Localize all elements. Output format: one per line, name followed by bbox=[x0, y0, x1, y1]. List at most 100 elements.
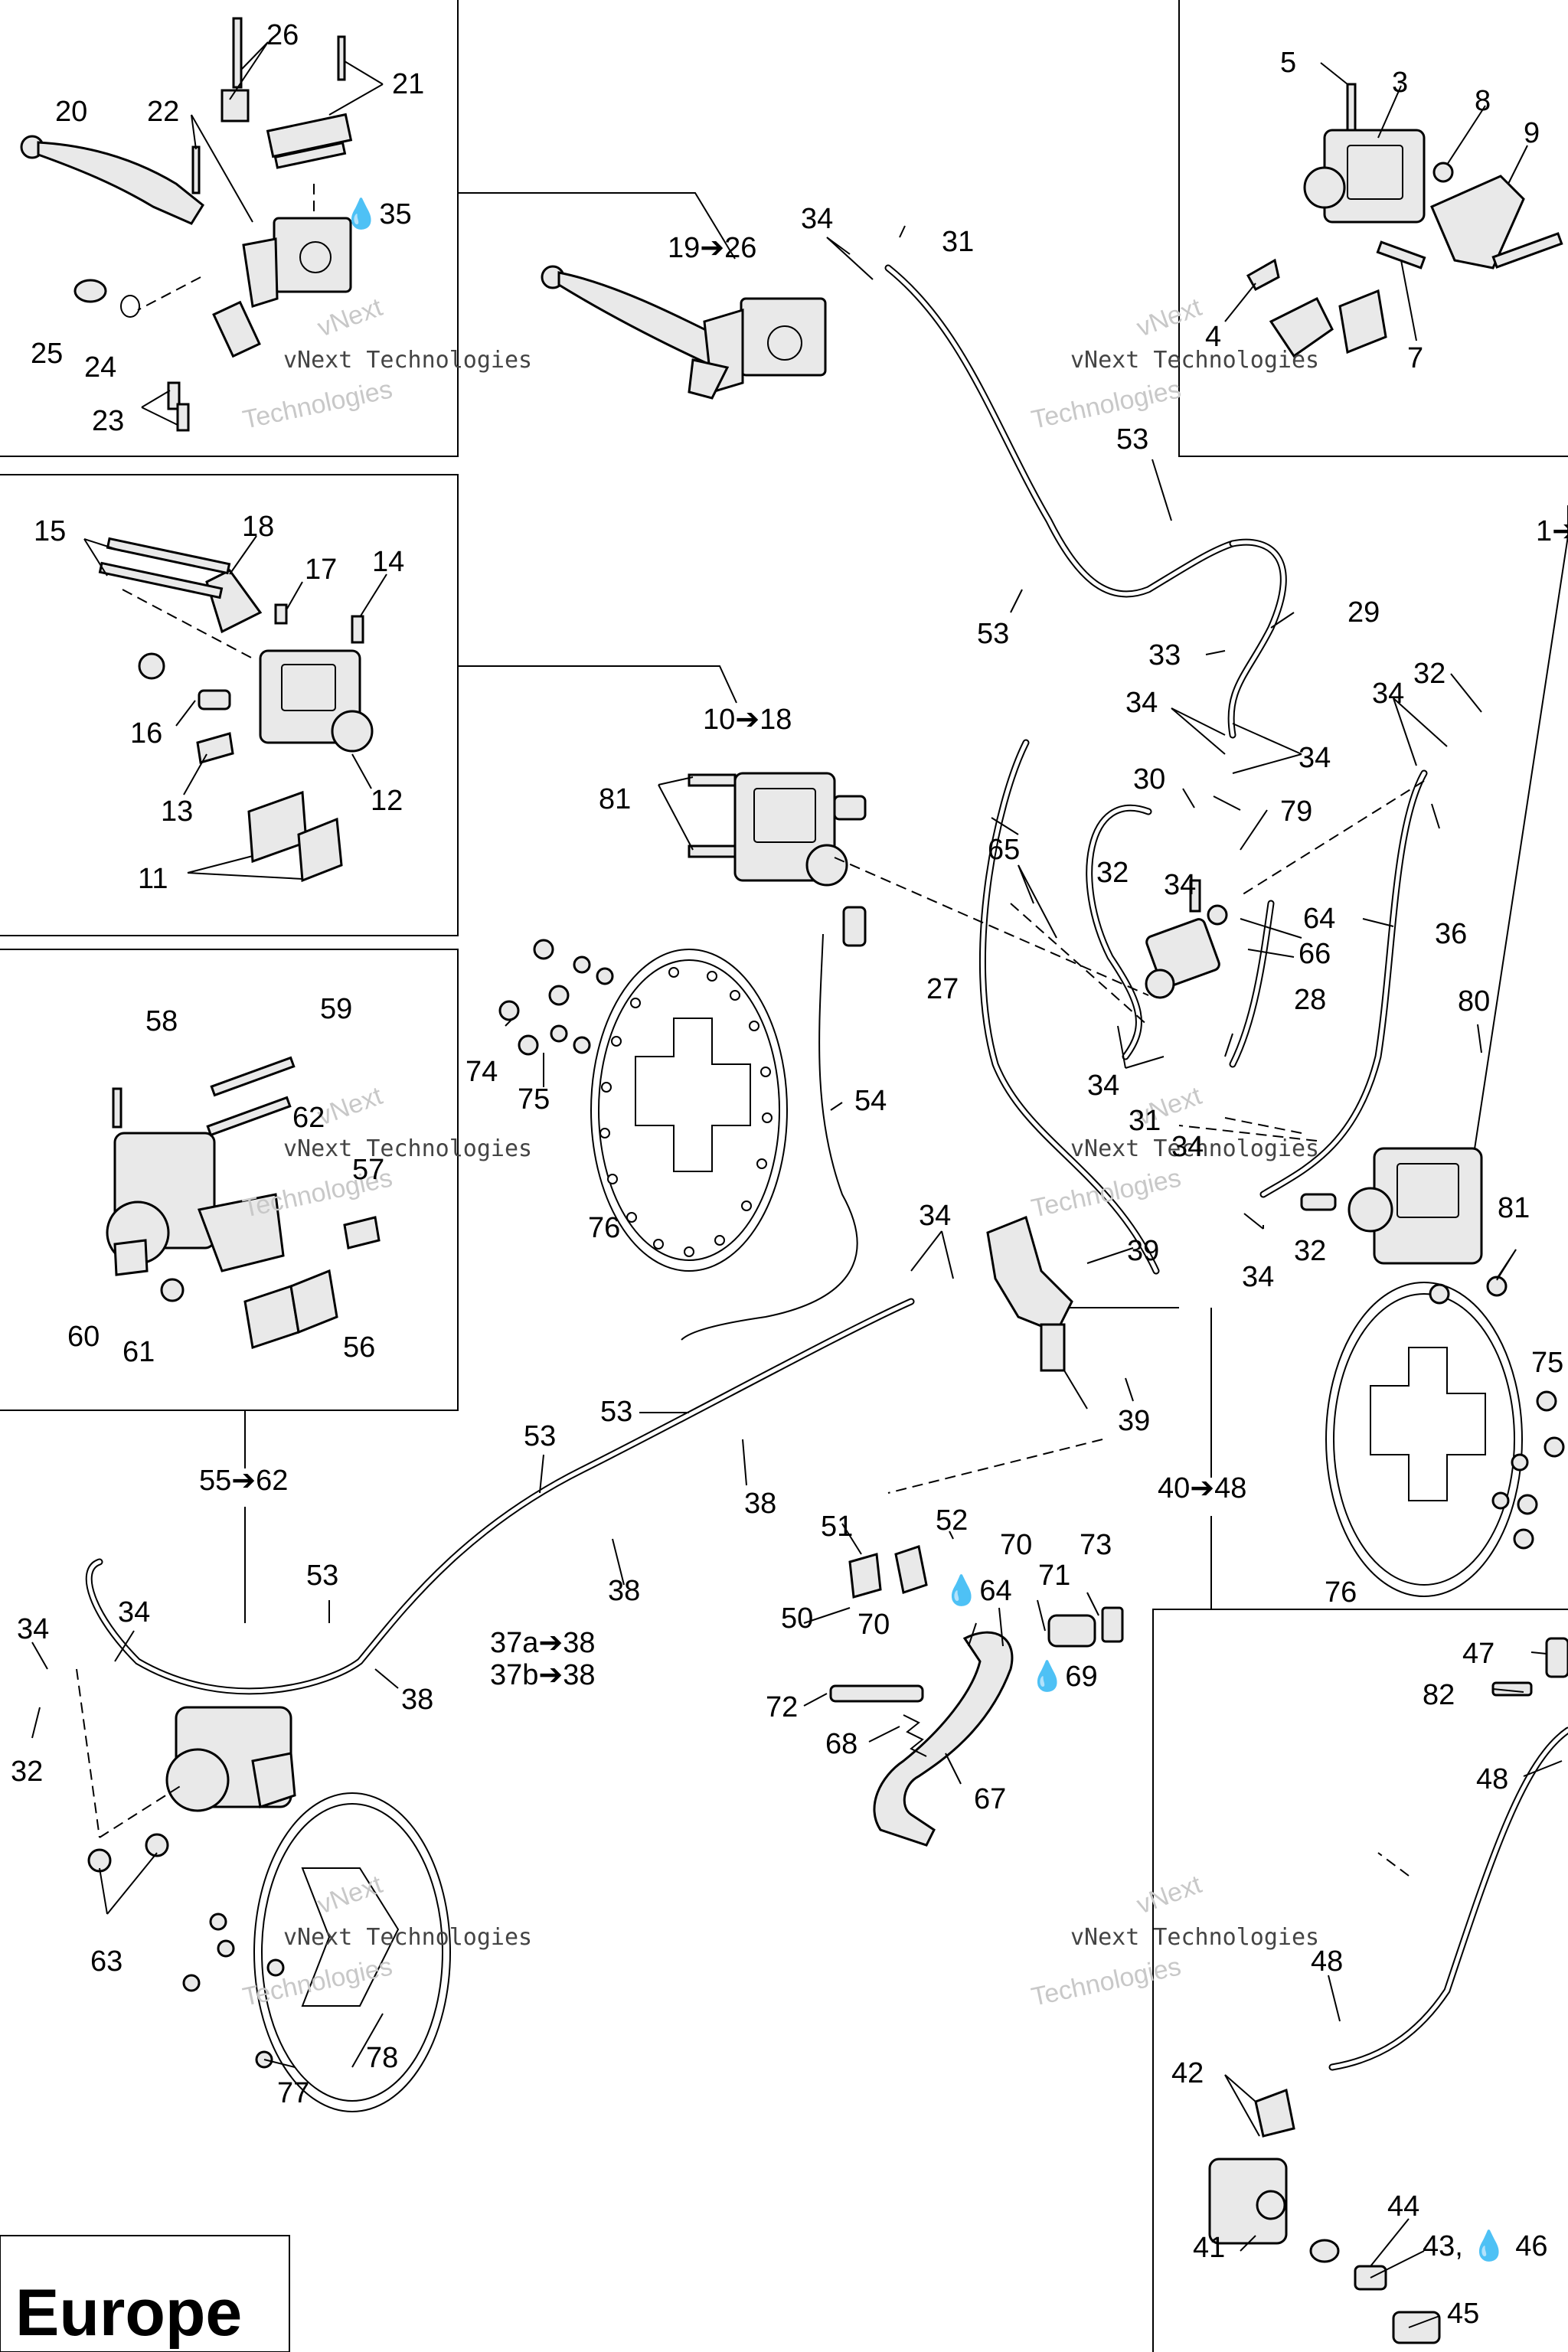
callout-57: 57 bbox=[352, 1154, 384, 1186]
callout-19: 19➔26 bbox=[668, 232, 756, 264]
callout-65: 65 bbox=[988, 834, 1020, 866]
callout-42: 42 bbox=[1171, 2057, 1204, 2089]
callout-33: 33 bbox=[1148, 639, 1181, 671]
callout-61: 61 bbox=[122, 1336, 155, 1368]
callout-78: 78 bbox=[366, 2042, 398, 2074]
callout-75b: 75 bbox=[1531, 1347, 1563, 1379]
callout-63: 63 bbox=[90, 1945, 122, 1978]
svg-text:vNext Technologies: vNext Technologies bbox=[1070, 347, 1319, 374]
callout-38b: 38 bbox=[608, 1575, 640, 1607]
svg-text:vNext Technologies: vNext Technologies bbox=[1070, 1924, 1319, 1951]
front-caliper-right-inset bbox=[1246, 83, 1563, 358]
callout-34d: 34 bbox=[1372, 678, 1404, 710]
callout-1: 1➔ bbox=[1536, 515, 1568, 547]
callout-59: 59 bbox=[320, 993, 352, 1025]
callout-69: 💧69 bbox=[1029, 1659, 1098, 1693]
callout-23: 23 bbox=[92, 405, 124, 437]
callout-27: 27 bbox=[926, 973, 959, 1005]
callout-7: 7 bbox=[1407, 342, 1423, 374]
callout-leaders bbox=[31, 41, 1563, 2328]
callout-22: 22 bbox=[147, 96, 179, 128]
callout-34j: 34 bbox=[17, 1613, 49, 1645]
callout-44: 44 bbox=[1387, 2190, 1419, 2223]
callout-34k: 34 bbox=[118, 1596, 150, 1628]
callout-18: 18 bbox=[242, 511, 274, 543]
callout-5: 5 bbox=[1280, 47, 1296, 79]
rear-caliper-lower bbox=[87, 1706, 296, 1873]
callout-70a: 70 bbox=[1000, 1529, 1032, 1561]
right-front-caliper bbox=[1300, 1147, 1508, 1305]
callout-50: 50 bbox=[781, 1602, 813, 1635]
callout-38c: 38 bbox=[401, 1684, 433, 1716]
callout-12: 12 bbox=[371, 785, 403, 817]
callout-24: 24 bbox=[84, 351, 116, 384]
front-caliper-left-inset bbox=[98, 537, 374, 883]
callout-58: 58 bbox=[145, 1005, 178, 1037]
main-hand-lever-assembly bbox=[541, 265, 827, 400]
callout-8: 8 bbox=[1475, 85, 1491, 117]
front-brake-disc-right bbox=[1325, 1282, 1565, 1597]
callout-36: 36 bbox=[1435, 918, 1467, 950]
callout-62: 62 bbox=[292, 1102, 325, 1134]
callout-37b: 37b➔38 bbox=[490, 1659, 596, 1691]
callout-45: 45 bbox=[1447, 2298, 1479, 2330]
callout-32a: 32 bbox=[1413, 658, 1446, 690]
callout-53e: 53 bbox=[306, 1560, 338, 1592]
callout-17: 17 bbox=[305, 554, 337, 586]
svg-text:vNext Technologies: vNext Technologies bbox=[283, 347, 532, 374]
callout-72: 72 bbox=[766, 1691, 798, 1723]
front-brake-disc-center bbox=[498, 939, 788, 1272]
callout-71: 71 bbox=[1038, 1560, 1070, 1592]
brake-hoses bbox=[85, 264, 1568, 2071]
callout-20: 20 bbox=[55, 96, 87, 128]
callout-75a: 75 bbox=[518, 1083, 550, 1116]
callout-32d: 32 bbox=[11, 1756, 43, 1788]
callout-28: 28 bbox=[1294, 984, 1326, 1016]
callout-52: 52 bbox=[936, 1504, 968, 1537]
callout-15: 15 bbox=[34, 515, 66, 547]
callout-3: 3 bbox=[1392, 67, 1408, 99]
callout-10: 10➔18 bbox=[703, 704, 792, 736]
center-front-caliper bbox=[688, 772, 867, 947]
callout-34i: 34 bbox=[1242, 1261, 1274, 1293]
callout-31b: 31 bbox=[1129, 1105, 1161, 1137]
callout-26: 26 bbox=[266, 19, 299, 51]
callout-34a: 34 bbox=[801, 203, 833, 235]
hand-lever-master-cylinder bbox=[20, 17, 353, 432]
callout-38a: 38 bbox=[744, 1488, 776, 1520]
brake-pedal-assembly bbox=[829, 1545, 1124, 1847]
callout-35: 💧35 bbox=[343, 197, 412, 230]
callout-21: 21 bbox=[392, 68, 424, 100]
callout-34b: 34 bbox=[1125, 687, 1158, 719]
callout-81a: 81 bbox=[599, 783, 631, 815]
callout-14: 14 bbox=[372, 546, 404, 578]
callout-41: 41 bbox=[1193, 2232, 1225, 2264]
callout-16: 16 bbox=[130, 717, 162, 750]
callout-76b: 76 bbox=[1325, 1576, 1357, 1609]
callout-labels: 26 21 20 22 💧35 25 24 23 19➔26 34 31 5 3… bbox=[11, 19, 1568, 2330]
rear-master-cylinder-center bbox=[986, 1215, 1088, 1410]
callout-34g: 34 bbox=[1171, 1131, 1204, 1163]
callout-48a: 48 bbox=[1476, 1763, 1508, 1795]
callout-74: 74 bbox=[466, 1056, 498, 1088]
callout-39a: 39 bbox=[1127, 1235, 1159, 1267]
callout-34f: 34 bbox=[1087, 1070, 1119, 1102]
callout-64a: 64 bbox=[1303, 903, 1335, 935]
callout-73: 73 bbox=[1080, 1529, 1112, 1561]
callout-32c: 32 bbox=[1294, 1235, 1326, 1267]
rear-caliper-left-inset bbox=[106, 1056, 381, 1349]
callout-32b: 32 bbox=[1096, 857, 1129, 889]
callout-48b: 48 bbox=[1311, 1945, 1343, 1978]
svg-text:vNext Technologies: vNext Technologies bbox=[1070, 1135, 1319, 1162]
callout-29: 29 bbox=[1348, 596, 1380, 629]
svg-text:vNext Technologies: vNext Technologies bbox=[283, 1924, 532, 1951]
callout-81b: 81 bbox=[1498, 1192, 1530, 1224]
callout-66: 66 bbox=[1298, 938, 1331, 970]
callout-34h: 34 bbox=[919, 1200, 951, 1232]
callout-79: 79 bbox=[1280, 795, 1312, 828]
region-label: Europe bbox=[15, 2276, 242, 2350]
svg-text:vNext Technologies: vNext Technologies bbox=[283, 1135, 532, 1162]
callout-67: 67 bbox=[974, 1783, 1006, 1815]
